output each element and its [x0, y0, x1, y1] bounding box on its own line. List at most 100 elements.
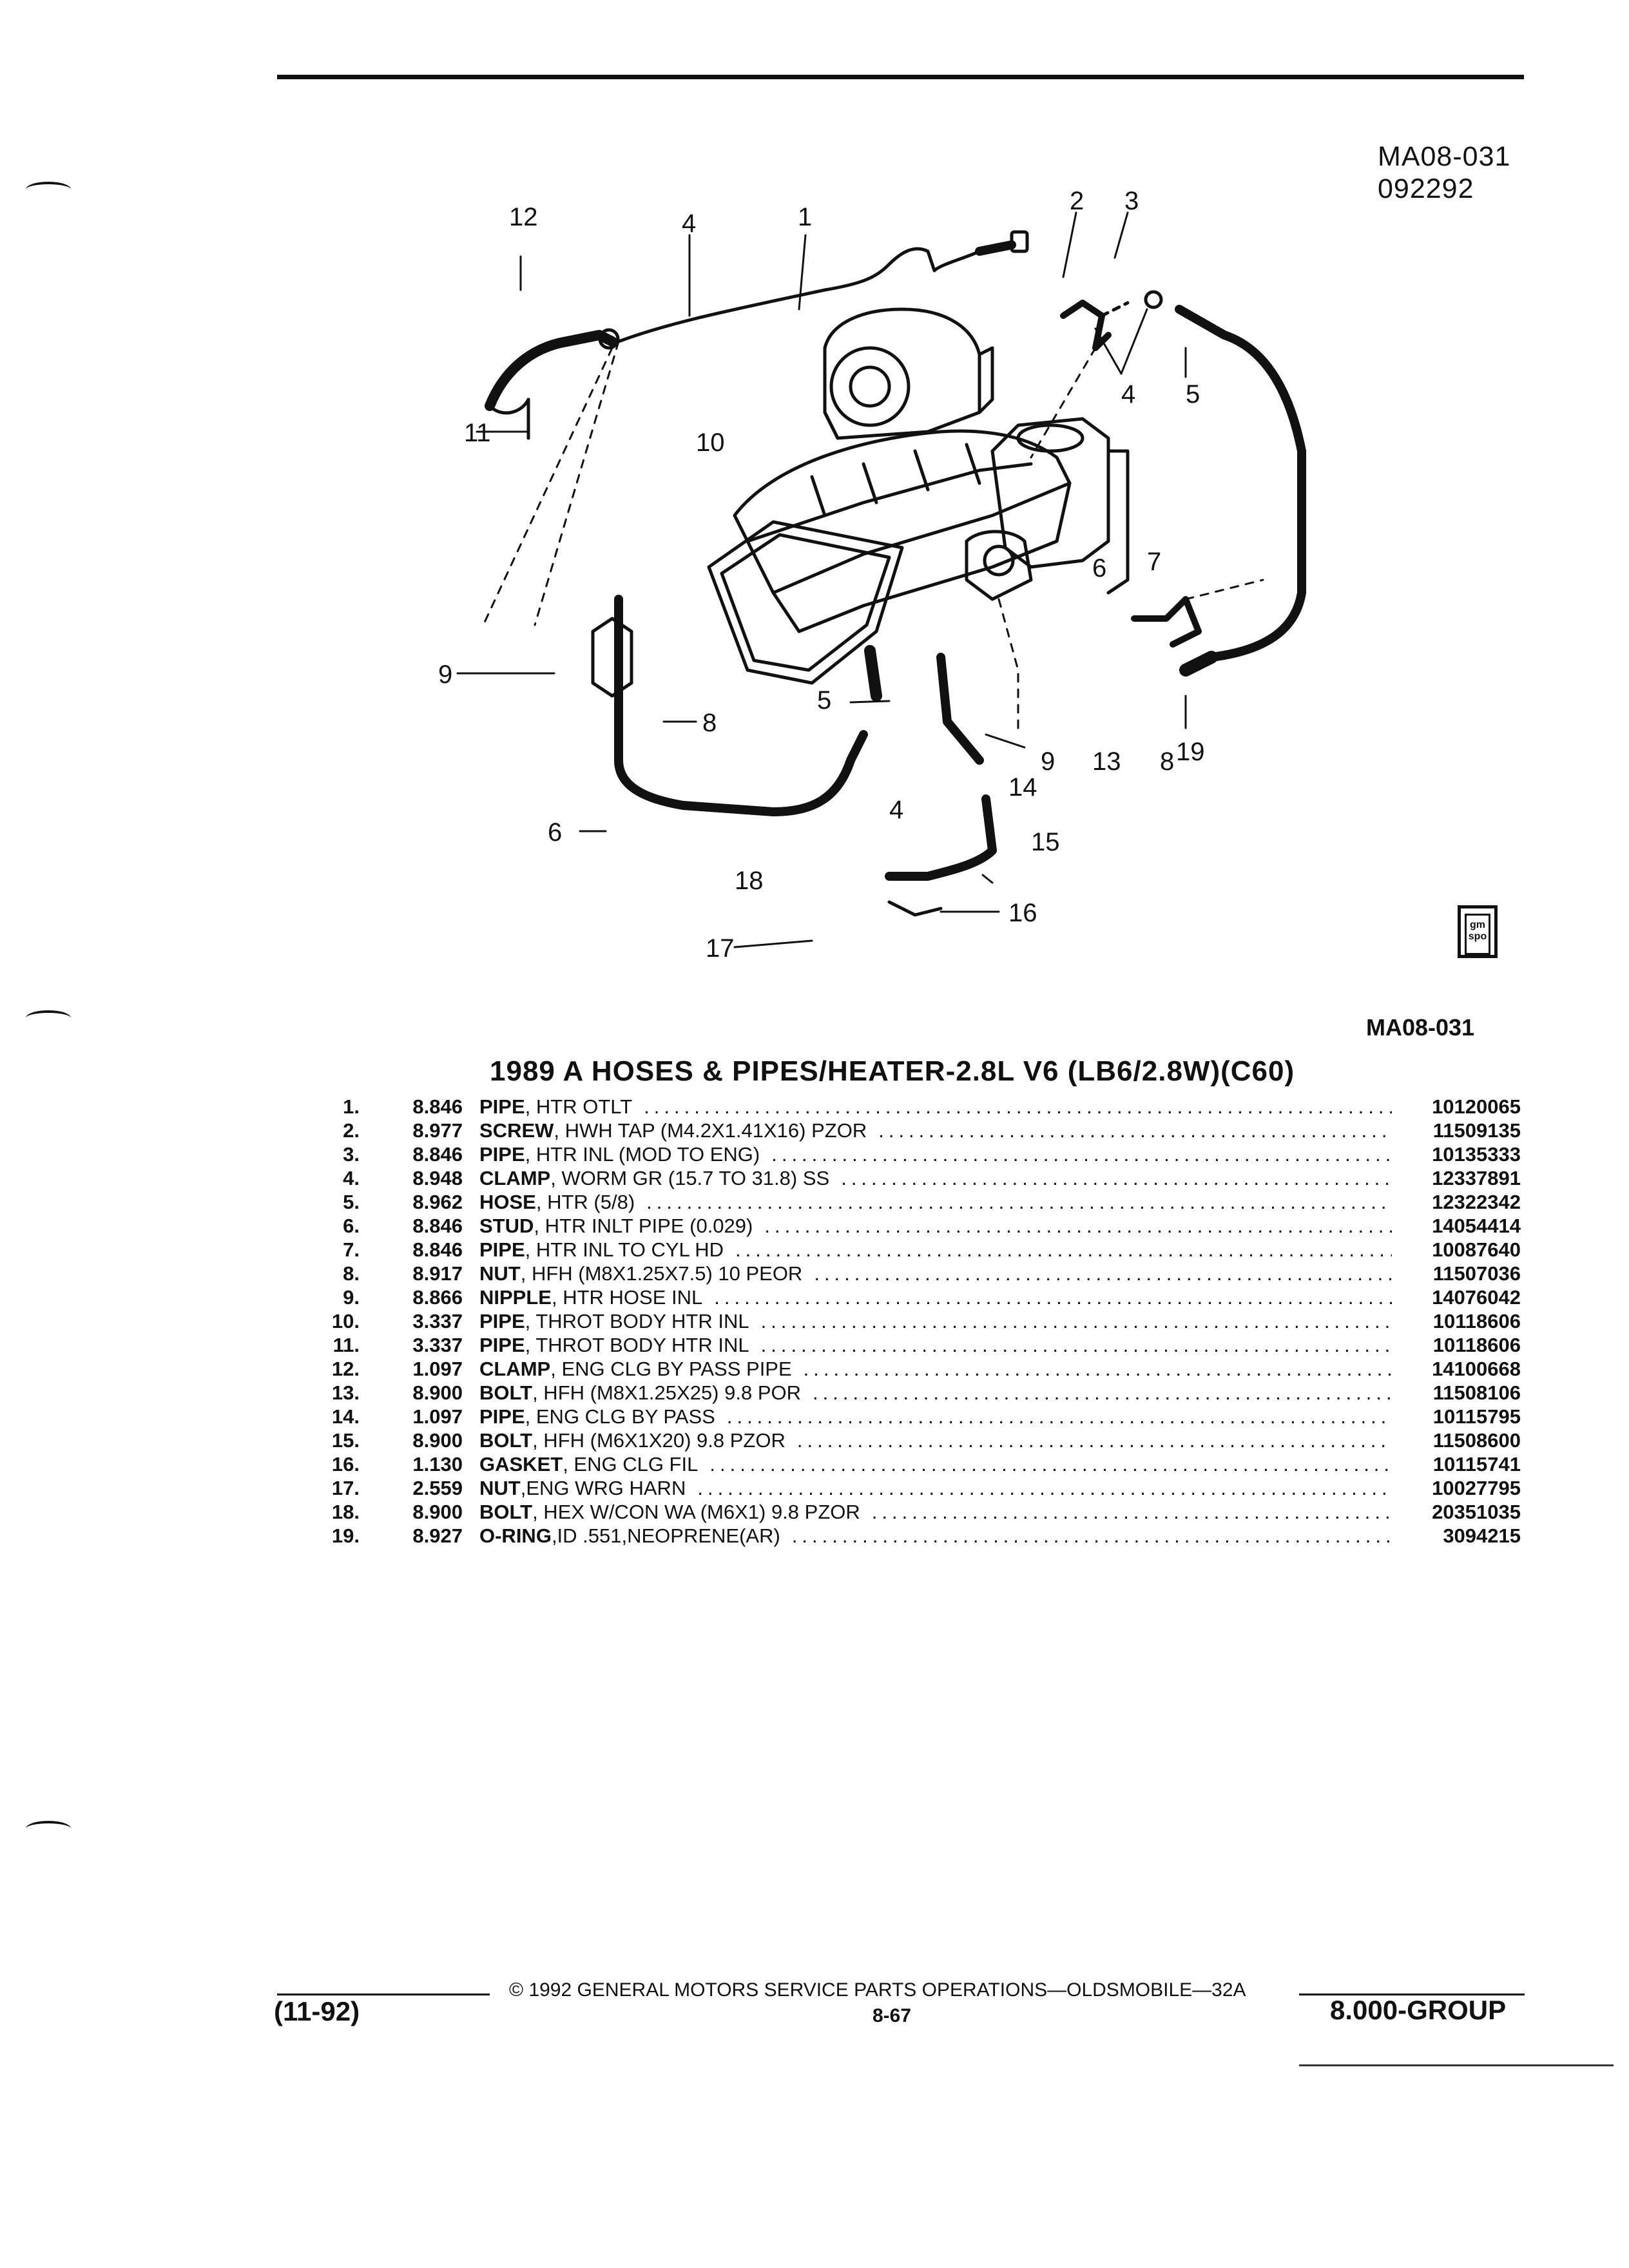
callout-label: 9	[438, 660, 452, 689]
part-description: STUD, HTR INLT PIPE (0.029)	[479, 1215, 1392, 1238]
part-description: BOLT, HFH (M8X1.25X25) 9.8 POR	[479, 1381, 1392, 1405]
part-name: PIPE	[479, 1238, 525, 1261]
group-number: 1.097	[412, 1405, 463, 1428]
part-name: BOLT	[479, 1381, 533, 1404]
parts-row: 19. 8.927 O-RING,ID .551,NEOPRENE(AR) 30…	[309, 1524, 1521, 1548]
part-spec: , ENG CLG BY PASS PIPE	[550, 1358, 792, 1380]
part-description: SCREW, HWH TAP (M4.2X1.41X16) PZOR	[479, 1119, 1392, 1142]
part-name: O-RING	[479, 1524, 552, 1547]
callout-label: 6	[1092, 554, 1106, 582]
parts-row: 6. 8.846 STUD, HTR INLT PIPE (0.029) 140…	[309, 1215, 1521, 1238]
part-number: 14100668	[1432, 1358, 1521, 1380]
part-number: 20351035	[1432, 1501, 1521, 1523]
group-number: 2.559	[412, 1477, 463, 1499]
callout-label: 18	[735, 867, 764, 895]
parts-row: 2. 8.977 SCREW, HWH TAP (M4.2X1.41X16) P…	[309, 1119, 1521, 1143]
group-number: 8.900	[412, 1381, 463, 1404]
item-number: 2.	[343, 1119, 360, 1142]
item-number: 19.	[331, 1524, 360, 1547]
group-number: 8.948	[412, 1167, 463, 1189]
pipe-1	[617, 247, 981, 343]
leader-dots	[841, 1167, 1392, 1190]
gm-spo-logo-text: gm spo	[1465, 914, 1490, 955]
item-number: 9.	[343, 1286, 360, 1309]
part-description: BOLT, HEX W/CON WA (M6X1) 9.8 PZOR	[479, 1501, 1392, 1524]
part-name: STUD	[479, 1215, 534, 1237]
part-description: PIPE, THROT BODY HTR INL	[479, 1334, 1392, 1357]
callout-label: 4	[1121, 380, 1135, 408]
item-number: 12.	[331, 1358, 360, 1380]
part-name: CLAMP	[479, 1358, 551, 1380]
group-number: 8.900	[412, 1501, 463, 1523]
parts-row: 18. 8.900 BOLT, HEX W/CON WA (M6X1) 9.8 …	[309, 1501, 1521, 1524]
part-number: 14076042	[1432, 1286, 1521, 1309]
part-name: BOLT	[479, 1501, 533, 1523]
footer-rule-left	[277, 1994, 490, 1995]
part-spec: , HFH (M8X1.25X7.5) 10 PEOR	[520, 1262, 803, 1285]
callout-label: 7	[1147, 548, 1161, 576]
parts-row: 4. 8.948 CLAMP, WORM GR (15.7 TO 31.8) S…	[309, 1167, 1521, 1191]
part-description: PIPE, HTR OTLT	[479, 1095, 1392, 1119]
leader-dots	[714, 1286, 1392, 1309]
part-name: GASKET	[479, 1453, 563, 1475]
doc-reference: MA08-031 092292	[1378, 140, 1510, 205]
gm-spo-logo: gm spo	[1458, 905, 1498, 958]
part-description: BOLT, HFH (M6X1X20) 9.8 PZOR	[479, 1429, 1392, 1452]
group-number: 3.337	[412, 1310, 463, 1332]
part-number: 10135333	[1432, 1143, 1521, 1166]
part-name: CLAMP	[479, 1167, 551, 1189]
leader-dots	[804, 1358, 1392, 1381]
item-number: 6.	[343, 1215, 360, 1237]
callout-label: 4	[889, 796, 903, 824]
margin-mark	[26, 1010, 71, 1026]
parts-row: 8. 8.917 NUT, HFH (M8X1.25X7.5) 10 PEOR …	[309, 1262, 1521, 1286]
group-number: 8.846	[412, 1215, 463, 1237]
doc-code: MA08-031	[1378, 141, 1511, 172]
part-description: PIPE, THROT BODY HTR INL	[479, 1310, 1392, 1333]
item-number: 4.	[343, 1167, 360, 1189]
callout-label: 17	[706, 934, 735, 963]
part-description: CLAMP, WORM GR (15.7 TO 31.8) SS	[479, 1167, 1392, 1190]
copyright-notice: © 1992 GENERAL MOTORS SERVICE PARTS OPER…	[509, 1979, 1246, 2001]
part-description: HOSE, HTR (5/8)	[479, 1191, 1392, 1214]
parts-row: 15. 8.900 BOLT, HFH (M6X1X20) 9.8 PZOR 1…	[309, 1429, 1521, 1453]
part-spec: , ENG CLG BY PASS	[525, 1405, 715, 1428]
leader-dots	[644, 1095, 1392, 1119]
group-number: 8.977	[412, 1119, 463, 1142]
part-spec: ,ENG WRG HARN	[520, 1477, 686, 1499]
parts-row: 3. 8.846 PIPE, HTR INL (MOD TO ENG) 1013…	[309, 1143, 1521, 1167]
part-spec: , HTR INL TO CYL HD	[525, 1238, 724, 1261]
callout-label: 16	[1008, 899, 1037, 927]
group-number: 8.846	[412, 1238, 463, 1261]
doc-date: 092292	[1378, 173, 1474, 204]
callout-label: 4	[682, 209, 696, 238]
item-number: 8.	[343, 1262, 360, 1285]
part-description: PIPE, HTR INL TO CYL HD	[479, 1238, 1392, 1262]
part-name: PIPE	[479, 1143, 525, 1166]
item-number: 16.	[331, 1453, 360, 1475]
footer-rule-right	[1299, 1994, 1525, 1995]
leader-dots	[761, 1310, 1392, 1333]
part-name: BOLT	[479, 1429, 533, 1452]
parts-row: 11. 3.337 PIPE, THROT BODY HTR INL 10118…	[309, 1334, 1521, 1358]
group-number: 3.337	[412, 1334, 463, 1356]
page-number: 8-67	[872, 2005, 912, 2026]
margin-mark	[26, 1821, 71, 1836]
callout-label: 19	[1176, 738, 1205, 766]
part-description: GASKET, ENG CLG FIL	[479, 1453, 1392, 1476]
leader-dots	[764, 1215, 1392, 1238]
callout-label: 9	[1041, 747, 1055, 776]
section-title: 1989 A HOSES & PIPES/HEATER-2.8L V6 (LB6…	[490, 1055, 1295, 1087]
part-number: 12322342	[1432, 1191, 1521, 1213]
heater-hose-diagram: 12 4 1 2 3 4 5 11 10 6 7 9 5 8 6 9 13 8 …	[438, 187, 1306, 963]
parts-row: 16. 1.130 GASKET, ENG CLG FIL 10115741	[309, 1453, 1521, 1477]
group-number: 8.900	[412, 1429, 463, 1452]
top-rule	[277, 75, 1524, 79]
figure-reference: MA08-031	[1366, 1014, 1475, 1041]
item-number: 18.	[331, 1501, 360, 1523]
callout-label: 14	[1008, 773, 1037, 802]
part-number: 14054414	[1432, 1215, 1521, 1237]
leader-dots	[872, 1501, 1392, 1524]
callout-label: 10	[696, 428, 725, 457]
revision-date: (11-92)	[274, 1996, 360, 2026]
